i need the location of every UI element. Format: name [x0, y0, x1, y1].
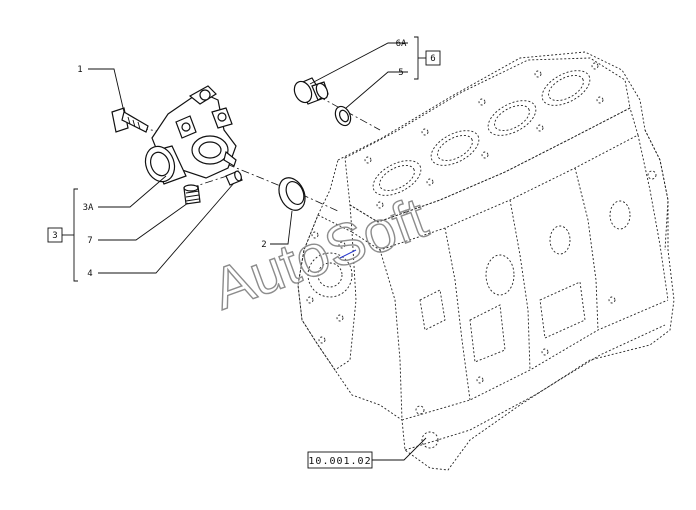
group-label-6: 6: [430, 54, 435, 64]
watermark: AutoSoft: [204, 184, 437, 323]
thermostat-housing-part: [144, 85, 237, 185]
callout-labels: 1 6A 5 3A 7 4 2: [77, 39, 407, 279]
callout-6a: 6A: [396, 39, 407, 49]
leader-lines: [88, 42, 427, 461]
callout-1: 1: [77, 65, 82, 75]
group-bracket-6: 6: [414, 36, 441, 80]
plug-part: [183, 184, 201, 205]
reference-label: 10.001.02: [308, 456, 371, 467]
callout-2: 2: [261, 240, 266, 250]
engine-block: [297, 51, 675, 471]
group-bracket-3: 3: [47, 188, 78, 282]
seal-ring-part: [278, 177, 306, 211]
washer-part: [334, 105, 352, 127]
callout-7: 7: [87, 236, 92, 246]
callout-3a: 3A: [83, 203, 94, 213]
group-label-3: 3: [52, 231, 57, 241]
reference-box: 10.001.02: [307, 451, 373, 469]
bolt-part: [111, 107, 149, 133]
group-box-6: [425, 50, 441, 66]
callout-5: 5: [398, 68, 403, 78]
pin-part: [225, 170, 243, 186]
fitting-part: [293, 77, 329, 105]
callout-4: 4: [87, 269, 92, 279]
watermark-text: AutoSoft: [204, 185, 435, 322]
group-box-3: [47, 227, 63, 243]
